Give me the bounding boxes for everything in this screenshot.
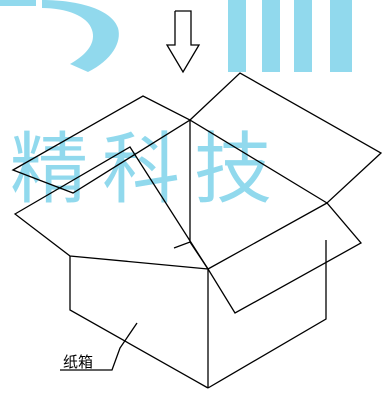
label-leader-line <box>60 322 138 371</box>
box-front-left <box>69 256 209 389</box>
box-front-right <box>207 240 327 389</box>
flap-left <box>13 146 210 270</box>
flap-top-left <box>11 95 192 194</box>
down-arrow-icon <box>165 10 201 74</box>
flap-right <box>207 202 363 314</box>
inner-floor-edge <box>173 241 209 270</box>
box-label: 纸箱 <box>63 353 94 371</box>
flap-top-right <box>188 72 383 204</box>
